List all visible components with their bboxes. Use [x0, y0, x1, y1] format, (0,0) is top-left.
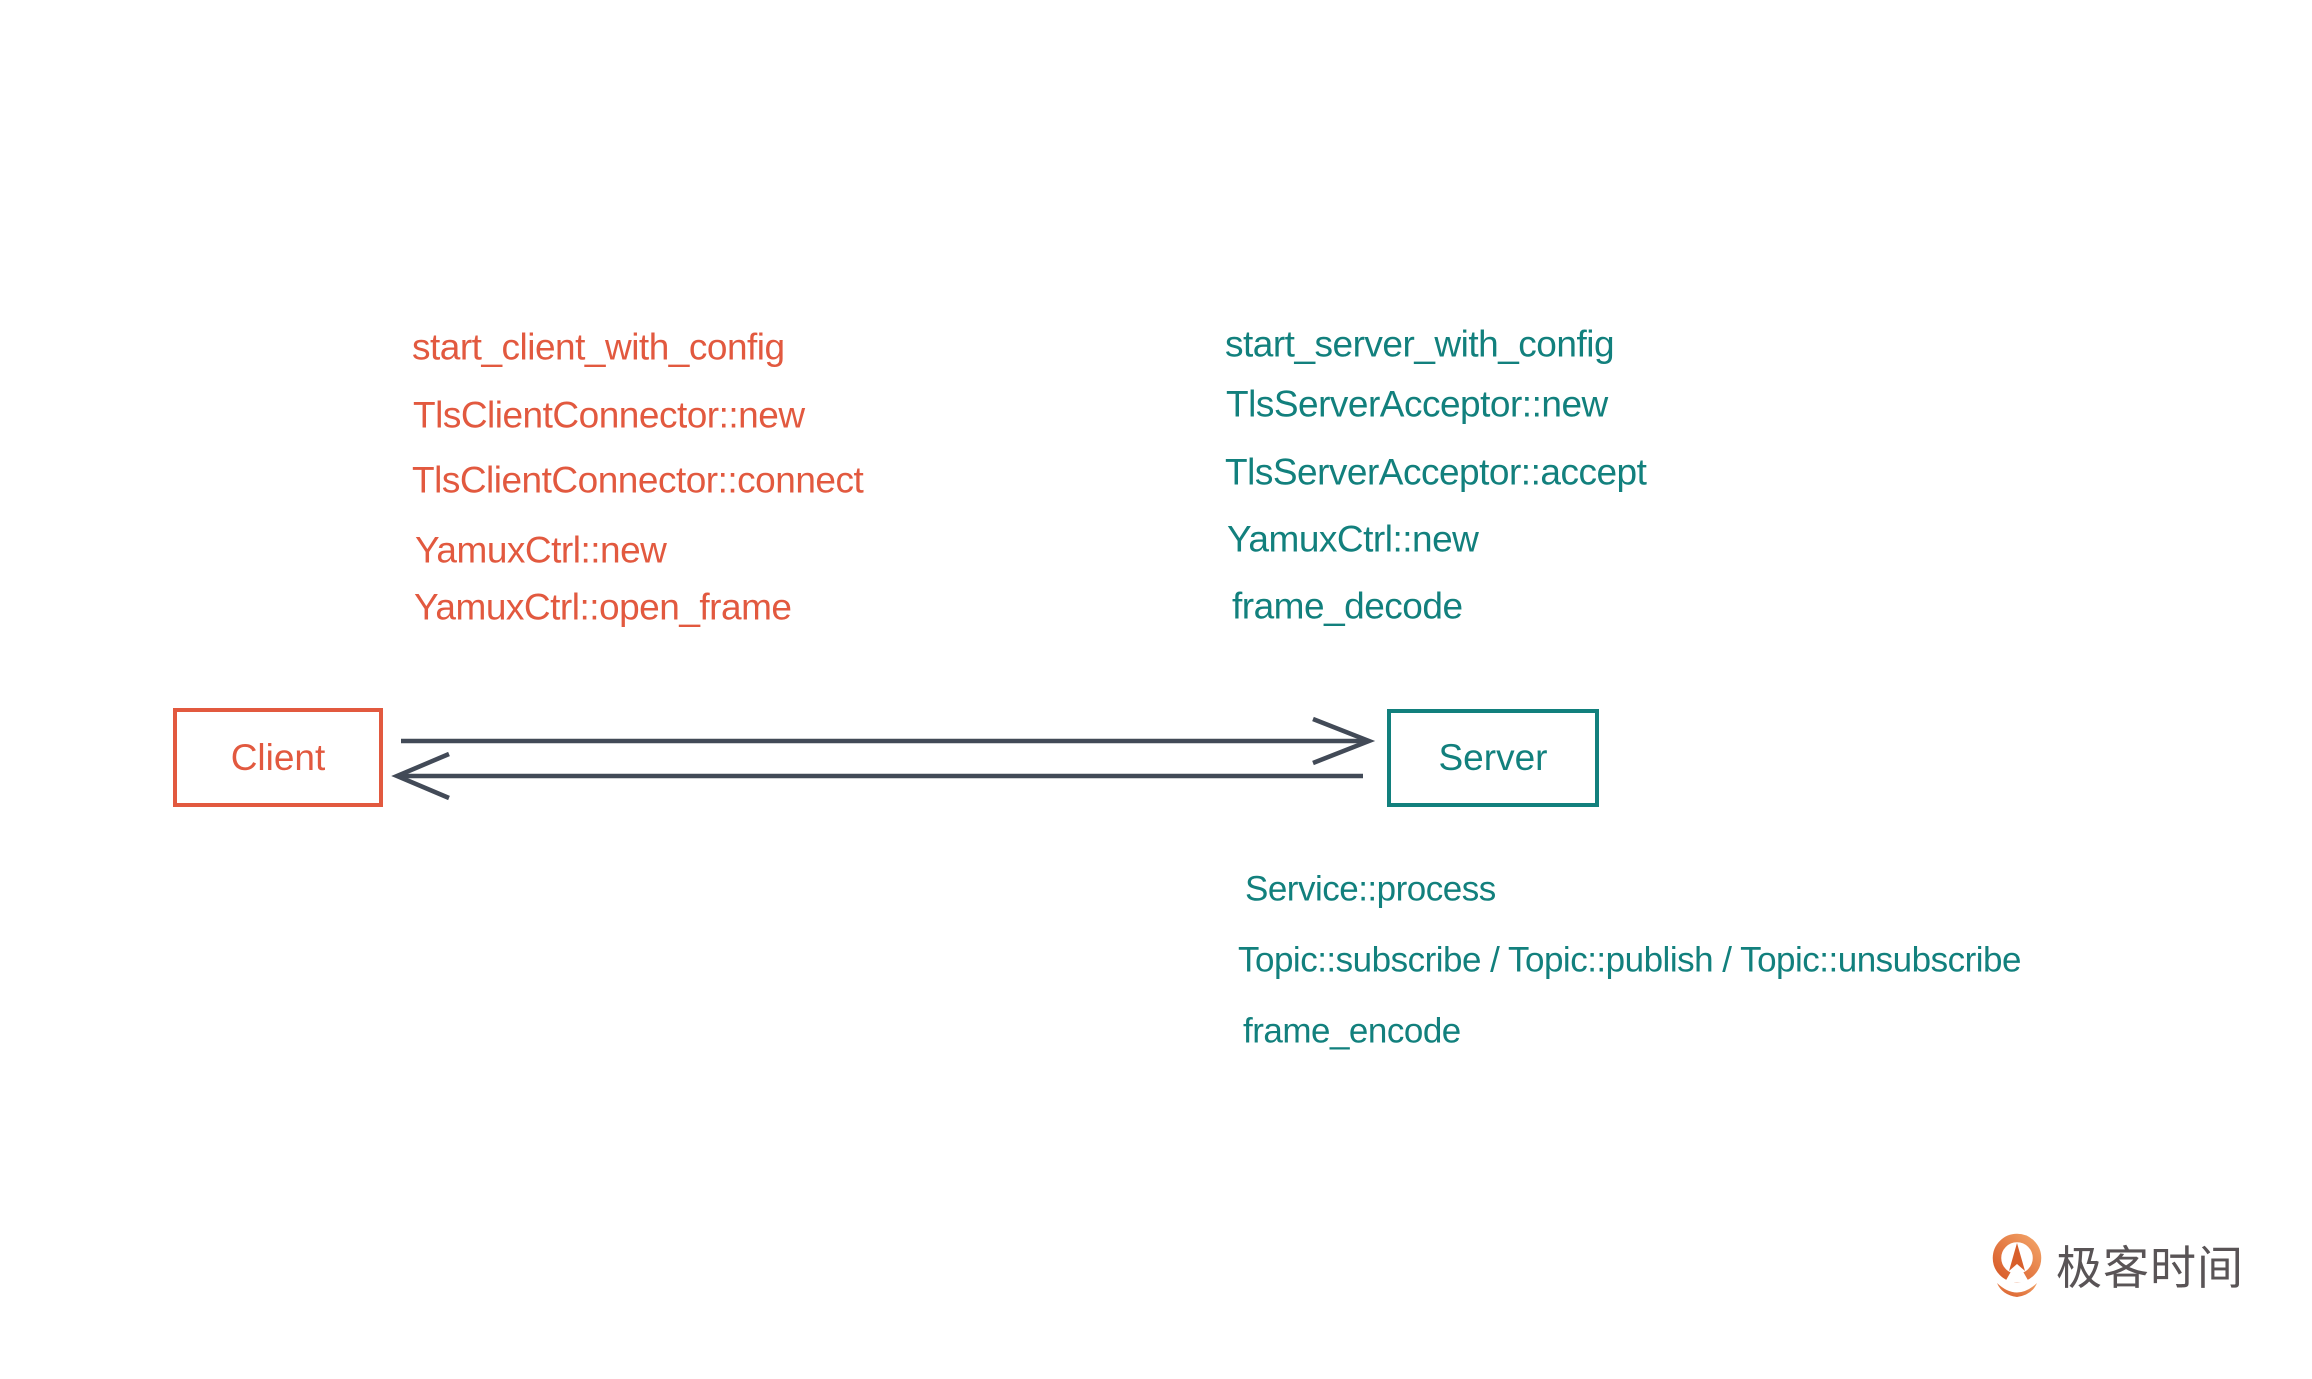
client-call-label: TlsClientConnector::connect: [412, 459, 864, 501]
server-handler-label: frame_encode: [1243, 1011, 1461, 1051]
client-call-label: YamuxCtrl::new: [415, 529, 667, 571]
client-call-label: start_client_with_config: [412, 326, 785, 368]
geektime-logo-icon: [1992, 1233, 2042, 1297]
server-call-label: YamuxCtrl::new: [1227, 518, 1479, 560]
client-call-label: YamuxCtrl::open_frame: [414, 586, 792, 628]
response-arrowhead-icon: [391, 751, 450, 801]
server-box-label: Server: [1438, 737, 1548, 778]
client-call-label: TlsClientConnector::new: [413, 394, 805, 436]
client-box-label: Client: [230, 736, 326, 778]
server-box: Server: [1387, 709, 1599, 807]
server-call-label: TlsServerAcceptor::new: [1226, 383, 1608, 425]
logo-text: 极客时间: [2056, 1242, 2244, 1294]
server-handler-label: Service::process: [1245, 869, 1496, 909]
logo: 极客时间: [1991, 1231, 2244, 1301]
server-call-label: TlsServerAcceptor::accept: [1225, 451, 1647, 493]
server-call-label: start_server_with_config: [1225, 323, 1615, 365]
server-handler-label: Topic::subscribe / Topic::publish / Topi…: [1238, 940, 2021, 980]
request-arrowhead-icon: [1312, 716, 1376, 766]
server-call-label: frame_decode: [1232, 585, 1463, 627]
client-box: Client: [173, 708, 383, 807]
